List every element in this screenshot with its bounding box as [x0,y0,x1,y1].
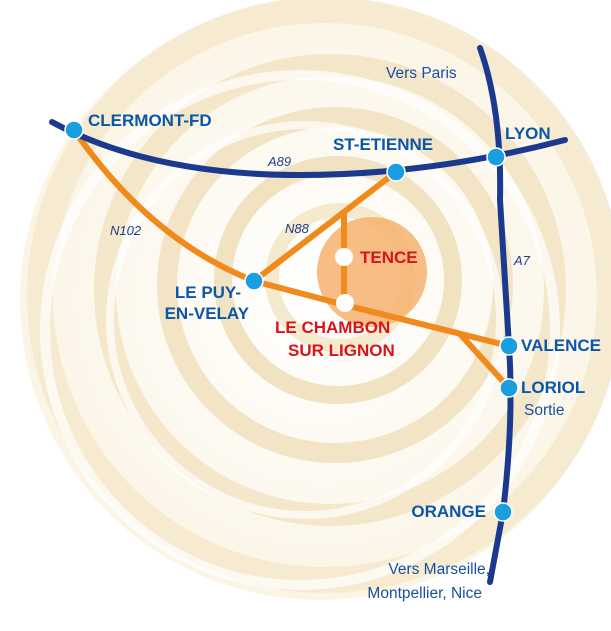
direction-south-line2: Montpellier, Nice [367,585,482,602]
city-dot-icon [486,147,506,167]
city-dot-icon [493,502,513,522]
road-n88-link [251,169,399,284]
city-dot-icon [499,378,519,398]
road-loriol-branch [457,331,512,391]
city-label-lyon: LYON [505,124,551,143]
city-label-loriol: LORIOL [521,378,585,397]
city-markers [64,120,519,522]
road-a89 [49,119,568,178]
city-dot-icon [499,336,519,356]
city-label-valence: VALENCE [521,336,601,355]
road-n102 [71,127,257,284]
city-dot-icon [386,162,406,182]
direction-north: Vers Paris [386,65,457,82]
city-label-orange: ORANGE [411,502,486,521]
destination-dot-icon [336,294,354,312]
road-label-n88: N88 [285,221,310,236]
city-dot-icon [244,271,264,291]
city-label-clermont: CLERMONT-FD [88,111,212,130]
road-label-a7: A7 [513,253,531,268]
destination-dot-icon [335,248,353,266]
destination-label-chambon-line2: SUR LIGNON [288,341,395,360]
city-label-le-puy-line2: EN-VELAY [165,304,250,323]
city-label-st-etienne: ST-ETIENNE [333,135,433,154]
swirl-ring [214,156,462,404]
direction-south-line1: Vers Marseille, [388,561,490,578]
road-label-n102: N102 [110,223,142,238]
city-label-le-puy-line1: LE PUY- [175,283,241,302]
destination-label-chambon-line1: LE CHAMBON [275,318,390,337]
road-label-a89: A89 [267,154,291,169]
destination-markers [335,248,354,312]
city-label-loriol-sortie: Sortie [524,402,565,419]
destination-label-tence: TENCE [360,248,418,267]
swirl-ring [106,121,504,519]
swirl-ring [40,70,560,590]
city-dot-icon [64,120,84,140]
